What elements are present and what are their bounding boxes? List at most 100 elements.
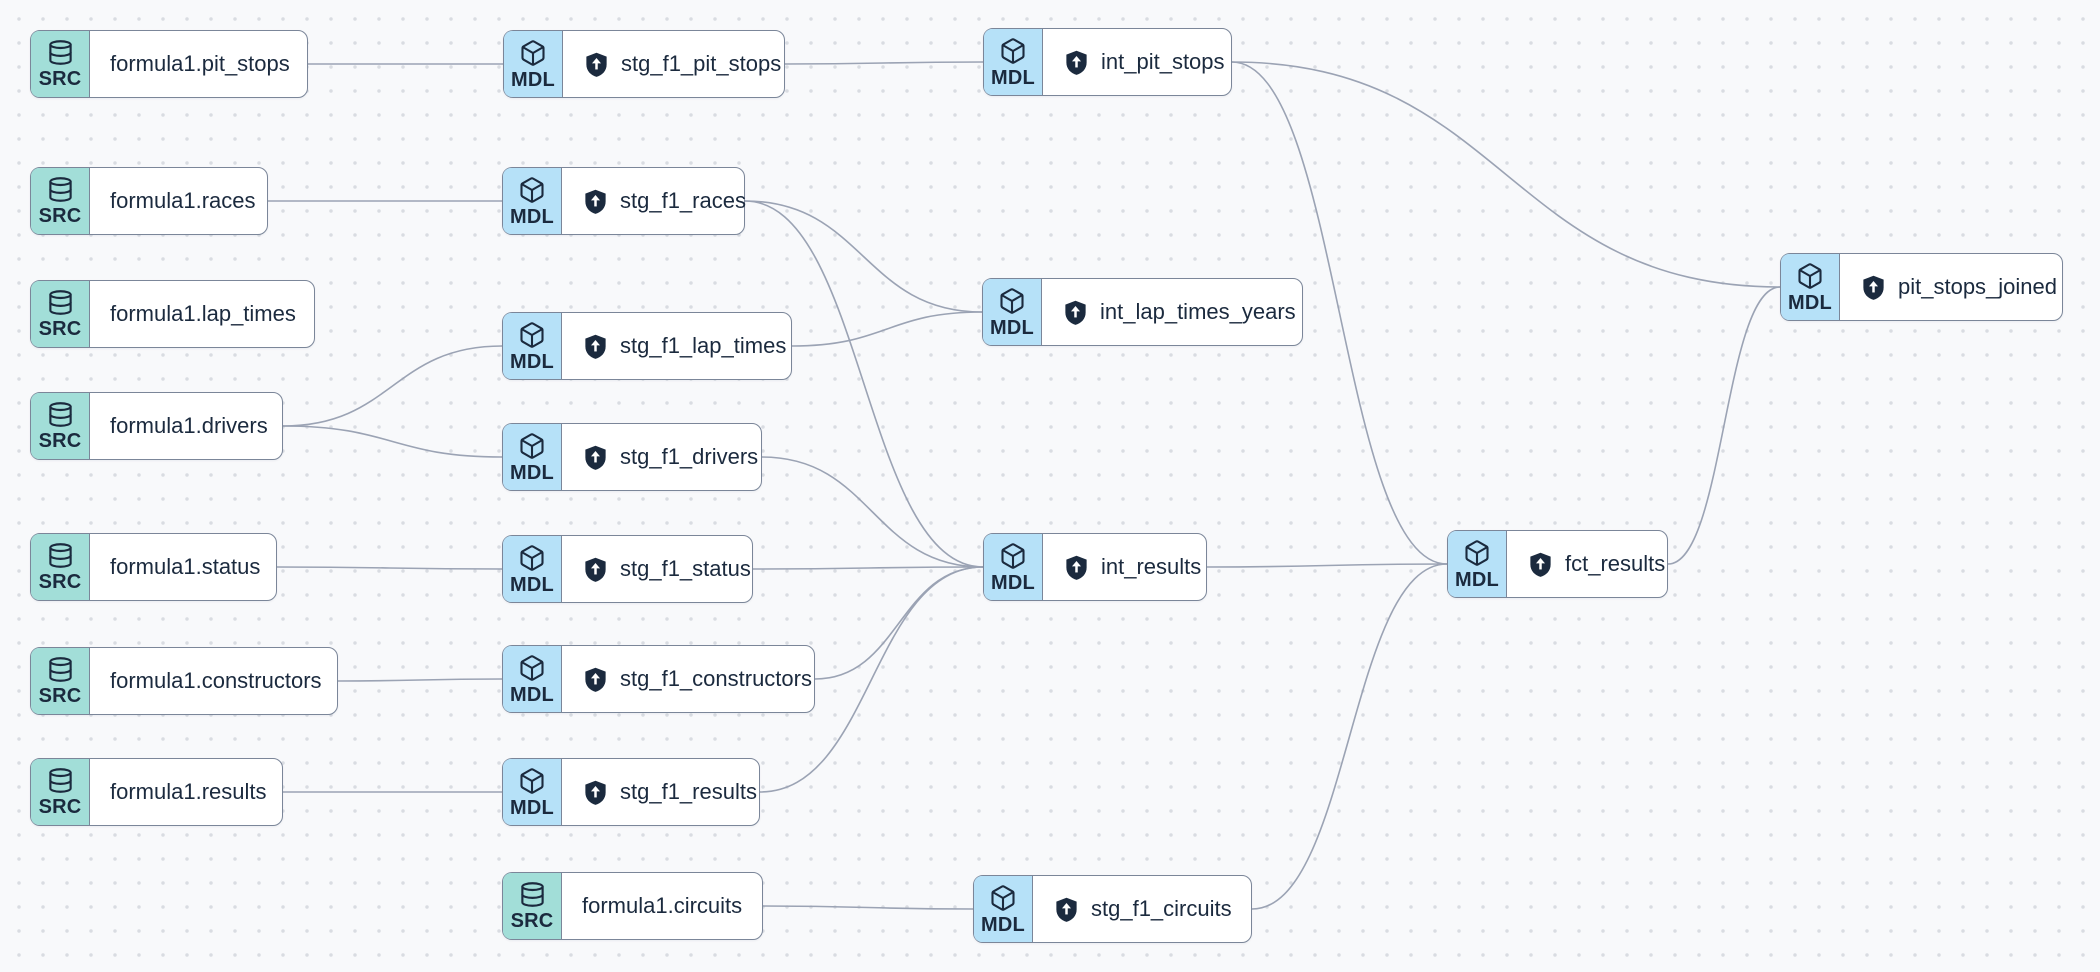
model-node-int_pit_stops[interactable]: MDL int_pit_stops (983, 28, 1232, 96)
node-body: formula1.races (90, 168, 267, 234)
shield-icon (585, 445, 606, 470)
source-node-src_results[interactable]: SRC formula1.results (30, 758, 283, 826)
node-type-label: SRC (38, 430, 82, 452)
node-type-badge: MDL (504, 31, 563, 97)
edge-int_results-to-fct_results (1206, 563, 1448, 568)
edge-src_status-to-stg_status (276, 566, 503, 570)
node-label: stg_f1_status (620, 556, 751, 581)
node-body: formula1.drivers (90, 393, 282, 459)
node-label: formula1.circuits (582, 893, 743, 918)
node-label: int_lap_times_years (1100, 299, 1296, 324)
source-node-src_drivers[interactable]: SRC formula1.drivers (30, 392, 283, 460)
node-label: int_pit_stops (1101, 49, 1225, 74)
edge-int_pit_stops-to-fct_results (1231, 61, 1448, 565)
node-label: stg_f1_races (620, 188, 746, 213)
node-type-badge: SRC (31, 281, 90, 347)
edge-stg_results-to-int_results (759, 566, 984, 793)
cube-icon (520, 544, 544, 571)
node-label: formula1.lap_times (110, 301, 296, 326)
database-icon (520, 882, 544, 907)
model-node-stg_lap_times[interactable]: MDL stg_f1_lap_times (502, 312, 792, 380)
model-node-pit_stops_joined[interactable]: MDL pit_stops_joined (1780, 253, 2063, 321)
node-type-badge: MDL (984, 534, 1043, 600)
model-node-int_lap_times_years[interactable]: MDL int_lap_times_years (982, 278, 1303, 346)
model-node-stg_status[interactable]: MDL stg_f1_status (502, 535, 753, 603)
node-body: formula1.status (90, 534, 276, 600)
node-type-badge: MDL (503, 168, 562, 234)
node-type-label: MDL (510, 350, 554, 373)
cube-icon (520, 767, 544, 794)
shield-icon (585, 189, 606, 214)
database-icon (48, 290, 72, 315)
node-type-label: MDL (1788, 291, 1832, 314)
cube-icon (1465, 539, 1489, 566)
model-node-int_results[interactable]: MDL int_results (983, 533, 1207, 601)
source-node-src_constructors[interactable]: SRC formula1.constructors (30, 647, 338, 715)
node-type-label: SRC (38, 796, 82, 818)
node-label: fct_results (1565, 551, 1666, 576)
database-icon (48, 657, 72, 682)
node-label: stg_f1_constructors (620, 666, 812, 691)
node-type-label: MDL (991, 66, 1035, 89)
model-node-fct_results[interactable]: MDL fct_results (1447, 530, 1668, 598)
node-label: formula1.pit_stops (110, 51, 290, 76)
node-body: int_lap_times_years (1042, 279, 1302, 345)
edge-stg_drivers-to-int_results (761, 456, 984, 568)
edge-stg_circuits-to-fct_results (1251, 563, 1448, 910)
node-body: stg_f1_constructors (562, 646, 814, 712)
node-label: stg_f1_lap_times (620, 333, 787, 358)
shield-icon (1056, 897, 1077, 922)
node-type-badge: SRC (503, 873, 562, 939)
node-label: formula1.races (110, 188, 256, 213)
shield-icon (1530, 552, 1551, 577)
node-body: formula1.constructors (90, 648, 337, 714)
node-type-label: MDL (510, 205, 554, 228)
node-type-badge: MDL (1448, 531, 1507, 597)
node-type-badge: MDL (983, 279, 1042, 345)
source-node-src_pit_stops[interactable]: SRC formula1.pit_stops (30, 30, 308, 98)
node-type-badge: SRC (31, 648, 90, 714)
shield-icon (585, 780, 606, 805)
cube-icon (1000, 287, 1024, 314)
node-body: stg_f1_status (562, 536, 752, 602)
database-icon (48, 177, 72, 202)
node-type-label: SRC (38, 68, 82, 90)
node-label: pit_stops_joined (1898, 274, 2058, 299)
source-node-src_lap_times[interactable]: SRC formula1.lap_times (30, 280, 315, 348)
model-node-stg_races[interactable]: MDL stg_f1_races (502, 167, 746, 235)
node-label: stg_f1_circuits (1091, 896, 1232, 921)
node-type-label: SRC (38, 685, 82, 707)
node-type-label: SRC (38, 318, 82, 340)
node-body: stg_f1_pit_stops (563, 31, 784, 97)
shield-icon (585, 667, 606, 692)
node-type-badge: SRC (31, 393, 90, 459)
node-label: stg_f1_drivers (620, 444, 759, 469)
node-body: formula1.circuits (562, 873, 762, 939)
node-type-badge: SRC (31, 31, 90, 97)
node-type-label: MDL (981, 913, 1025, 936)
model-node-stg_circuits[interactable]: MDL stg_f1_circuits (973, 875, 1252, 943)
edge-src_constructors-to-stg_constructors (337, 678, 503, 682)
node-type-label: SRC (38, 205, 82, 227)
node-body: formula1.lap_times (90, 281, 314, 347)
node-label: int_results (1101, 554, 1202, 579)
cube-icon (1798, 262, 1822, 289)
node-body: pit_stops_joined (1840, 254, 2062, 320)
node-type-badge: MDL (503, 313, 562, 379)
source-node-src_circuits[interactable]: SRC formula1.circuits (502, 872, 763, 940)
node-body: stg_f1_results (562, 759, 759, 825)
edge-src_drivers-to-stg_drivers (282, 425, 503, 458)
edge-stg_constructors-to-int_results (814, 566, 984, 680)
shield-icon (585, 334, 606, 359)
edge-stg_status-to-int_results (752, 566, 984, 570)
node-label: formula1.results (110, 779, 267, 804)
node-type-label: MDL (510, 573, 554, 596)
source-node-src_races[interactable]: SRC formula1.races (30, 167, 268, 235)
database-icon (48, 40, 72, 65)
